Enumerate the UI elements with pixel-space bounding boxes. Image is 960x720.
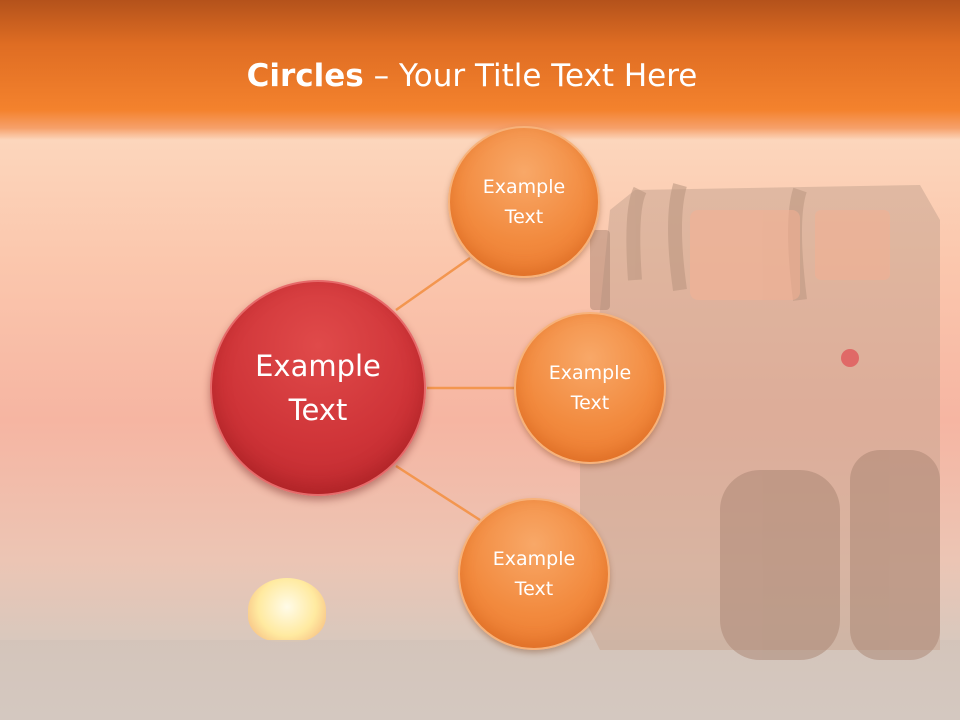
slide-title: Circles – Your Title Text Here — [0, 54, 944, 98]
title-bar — [0, 0, 960, 140]
node-1[interactable]: Example Text — [448, 126, 600, 278]
connector-line-1 — [395, 256, 471, 312]
node-2[interactable]: Example Text — [514, 312, 666, 464]
title-rest-text: – Your Title Text Here — [363, 58, 698, 94]
node-3-label: Example Text — [492, 548, 576, 600]
connector-line-3 — [395, 464, 481, 522]
node-3[interactable]: Example Text — [458, 498, 610, 650]
title-bold-text: Circles — [246, 58, 364, 94]
center-node-label: Example Text — [255, 349, 381, 427]
node-1-label: Example Text — [482, 176, 566, 228]
sun-image — [248, 578, 326, 642]
node-2-label: Example Text — [548, 362, 632, 414]
center-node[interactable]: Example Text — [210, 280, 426, 496]
vehicle-silhouette-image — [580, 183, 940, 660]
